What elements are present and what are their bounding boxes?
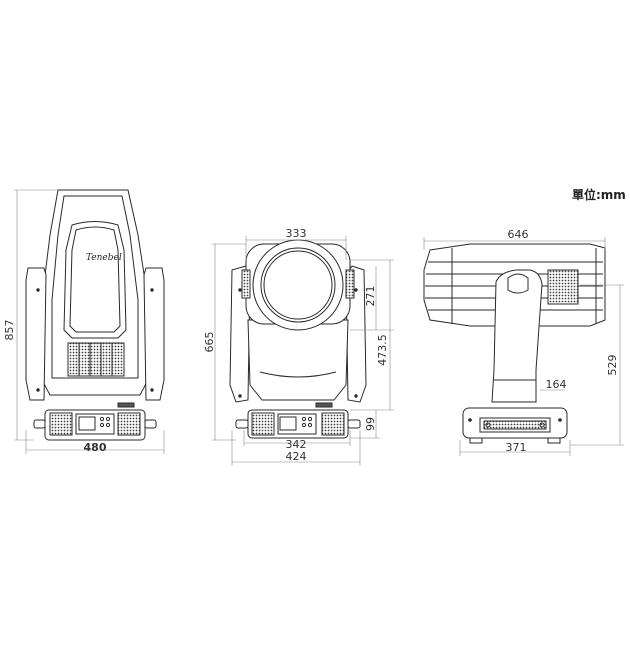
dim-head-height: 271	[364, 286, 377, 307]
side-dims	[423, 237, 624, 456]
lens-view	[229, 239, 367, 439]
dim-front-width: 480	[84, 441, 107, 454]
unit-label: 單位:mm	[572, 188, 626, 202]
dim-base-height: 99	[364, 417, 377, 431]
dim-side-base-width: 371	[506, 441, 527, 454]
lens-dims	[212, 236, 394, 466]
dim-overall-width: 424	[286, 450, 307, 463]
brand-logo: Tenebel	[86, 253, 122, 263]
dim-axis-height: 473.5	[376, 334, 389, 366]
front-dims	[14, 189, 165, 454]
dim-base-width: 342	[286, 438, 307, 451]
dim-front-height: 857	[3, 320, 16, 341]
side-view	[423, 243, 606, 444]
dim-side-axis-height: 529	[606, 355, 619, 376]
dim-arm-offset: 164	[546, 378, 567, 391]
dim-lens-overall-height: 665	[203, 332, 216, 353]
front-view	[25, 189, 165, 441]
dim-head-width: 333	[286, 227, 307, 240]
dim-side-length: 646	[508, 228, 529, 241]
